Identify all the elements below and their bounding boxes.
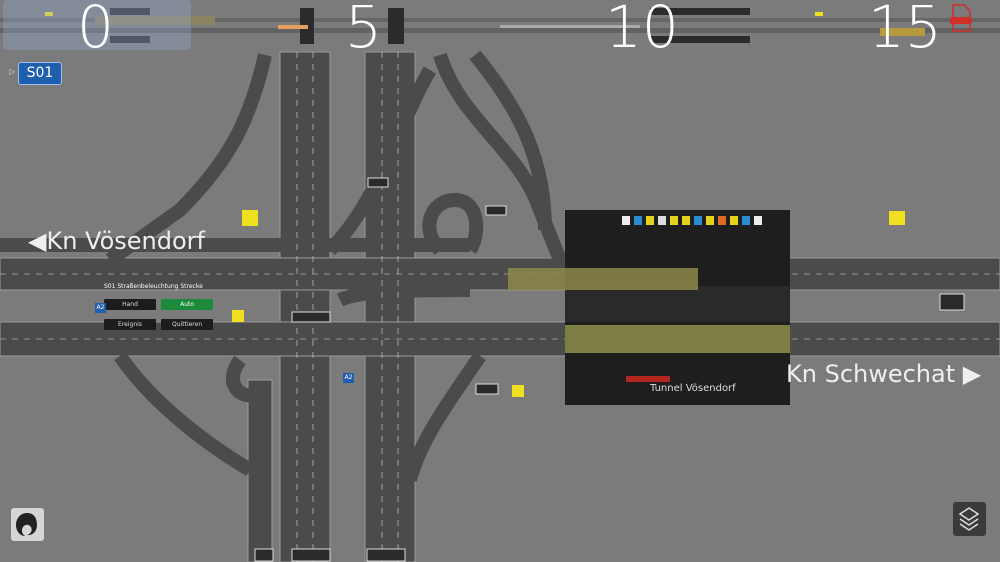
road-shield: A2 (95, 303, 106, 313)
auto-button[interactable]: Auto (161, 299, 214, 310)
tunnel-tube-north[interactable] (508, 268, 698, 290)
section-badge[interactable]: S01 (18, 62, 62, 85)
place-label: Kn Vösendorf (46, 227, 205, 255)
timeline-bar[interactable]: 0 5 10 15 (0, 0, 1000, 61)
chevron-right-icon: ▶ (955, 360, 982, 388)
km-mark: 10 (605, 0, 679, 61)
expand-arrow-icon[interactable]: ▷ (9, 67, 16, 76)
app-logo-icon[interactable] (11, 508, 44, 541)
tunnel-control-icons[interactable] (622, 216, 762, 225)
road-shield: A2 (343, 373, 354, 383)
pdf-export-icon[interactable] (950, 4, 972, 32)
km-mark: 5 (345, 0, 382, 61)
tunnel-tube-south[interactable] (565, 325, 790, 353)
km-mark: 15 (868, 0, 942, 61)
direction-left[interactable]: ◀Kn Vösendorf (28, 227, 205, 255)
timeline-selection[interactable] (3, 0, 191, 50)
quittieren-button[interactable]: Quittieren (161, 319, 214, 330)
panel-title: S01 Straßenbeleuchtung Strecke (104, 283, 203, 290)
km-mark: 0 (77, 0, 114, 61)
hand-button[interactable]: Hand (104, 299, 156, 310)
lighting-panel: S01 Straßenbeleuchtung Strecke Hand Auto… (104, 283, 216, 331)
layers-icon[interactable] (953, 502, 986, 536)
direction-right[interactable]: Kn Schwechat ▶ (786, 360, 981, 388)
place-label: Kn Schwechat (786, 360, 956, 388)
chevron-left-icon: ◀ (28, 227, 47, 255)
tunnel-name: Tunnel Vösendorf (650, 383, 736, 394)
ereignis-button[interactable]: Ereignis (104, 319, 156, 330)
